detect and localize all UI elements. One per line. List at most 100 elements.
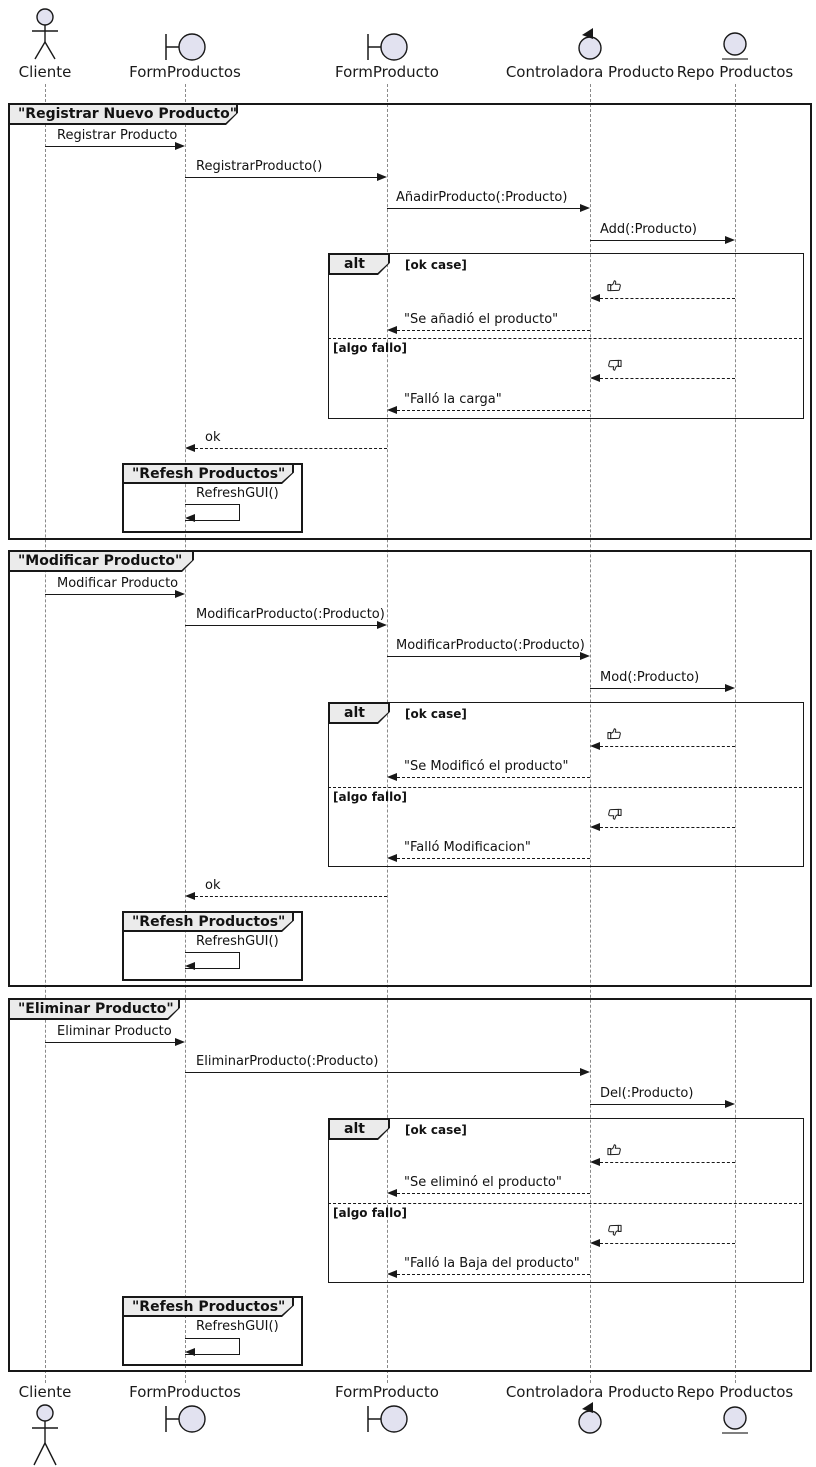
arrowhead-icon — [175, 590, 185, 598]
message-label: "Falló la carga" — [404, 392, 502, 407]
return-arrow — [397, 1193, 590, 1194]
message-arrow — [45, 146, 175, 147]
message-arrow — [387, 208, 580, 209]
frame-eliminar-producto — [8, 998, 812, 1372]
thumbs-up-icon — [607, 1142, 622, 1157]
message-arrow — [590, 240, 725, 241]
arrowhead-icon — [377, 621, 387, 629]
message-arrow — [185, 177, 377, 178]
arrowhead-icon — [590, 374, 600, 382]
message-label: Modificar Producto — [57, 576, 179, 591]
frame-registrar-nuevo-producto — [8, 103, 812, 540]
participant-label-formproducto: FormProducto — [335, 63, 439, 81]
return-arrow — [600, 378, 735, 379]
alt-operator: alt — [344, 1121, 365, 1137]
arrowhead-icon — [185, 962, 195, 970]
arrowhead-icon — [580, 652, 590, 660]
frame-title: "Refesh Productos" — [132, 1299, 286, 1315]
boundary-icon — [165, 33, 206, 61]
return-arrow — [397, 330, 590, 331]
frame-title: "Eliminar Producto" — [18, 1001, 174, 1017]
frame-tab: "Modificar Producto" — [8, 550, 194, 572]
arrowhead-icon — [725, 236, 735, 244]
guard-fail: [algo fallo] — [333, 341, 407, 355]
alt-fragment — [328, 253, 804, 419]
section-divider — [328, 787, 802, 788]
message-label: RefreshGUI() — [196, 486, 279, 501]
message-label: ModificarProducto(:Producto) — [396, 638, 585, 653]
arrowhead-icon — [725, 684, 735, 692]
thumbs-up-icon — [607, 726, 622, 741]
arrowhead-icon — [185, 514, 195, 522]
control-icon — [578, 1402, 602, 1434]
control-icon — [578, 28, 602, 60]
return-arrow — [397, 410, 590, 411]
guard-fail: [algo fallo] — [333, 1206, 407, 1220]
arrowhead-icon — [387, 854, 397, 862]
arrowhead-icon — [387, 1270, 397, 1278]
participant-label-repo-productos: Repo Productos — [676, 1383, 794, 1401]
self-message-arrow — [185, 952, 240, 969]
arrowhead-icon — [580, 1068, 590, 1076]
message-label: "Falló Modificacion" — [404, 840, 531, 855]
frame-tab: "Refesh Productos" — [122, 463, 294, 484]
message-arrow — [185, 625, 377, 626]
message-arrow — [590, 688, 725, 689]
participant-label-controladora-producto: Controladora Producto — [505, 1383, 675, 1401]
message-label: ok — [205, 430, 221, 445]
arrowhead-icon — [387, 1189, 397, 1197]
message-label: "Se Modificó el producto" — [404, 759, 569, 774]
lifeline-cliente — [45, 84, 46, 1383]
frame-title: "Refesh Productos" — [132, 466, 286, 482]
alt-operator: alt — [344, 256, 365, 272]
alt-operator: alt — [344, 705, 365, 721]
thumbs-up-icon — [607, 278, 622, 293]
self-message-arrow — [185, 1338, 240, 1355]
return-arrow — [600, 1162, 735, 1163]
guard-fail: [algo fallo] — [333, 790, 407, 804]
arrowhead-icon — [387, 326, 397, 334]
return-arrow — [600, 827, 735, 828]
message-arrow — [590, 1104, 725, 1105]
guard-ok: [ok case] — [405, 707, 467, 721]
frame-title: "Registrar Nuevo Producto" — [18, 106, 238, 122]
return-arrow — [397, 777, 590, 778]
arrowhead-icon — [175, 1038, 185, 1046]
participant-label-cliente: Cliente — [18, 63, 72, 81]
boundary-icon — [165, 1405, 206, 1433]
message-label: Registrar Producto — [57, 128, 178, 143]
message-label: Eliminar Producto — [57, 1024, 172, 1039]
arrowhead-icon — [387, 773, 397, 781]
self-message-arrow — [185, 504, 240, 521]
thumbs-down-icon — [607, 1223, 622, 1238]
participant-label-formproducto: FormProducto — [335, 1383, 439, 1401]
actor-icon — [32, 8, 58, 60]
arrowhead-icon — [185, 892, 195, 900]
return-arrow — [600, 1243, 735, 1244]
message-label: "Se añadió el producto" — [404, 312, 559, 327]
return-arrow — [600, 298, 735, 299]
arrowhead-icon — [185, 1348, 195, 1356]
message-arrow — [185, 1072, 580, 1073]
participant-label-formproductos: FormProductos — [129, 63, 241, 81]
thumbs-down-icon — [607, 807, 622, 822]
frame-title: "Refesh Productos" — [132, 914, 286, 930]
arrowhead-icon — [175, 142, 185, 150]
actor-icon — [32, 1404, 58, 1466]
frame-tab: "Refesh Productos" — [122, 911, 294, 932]
message-arrow — [387, 656, 580, 657]
return-arrow — [397, 858, 590, 859]
participant-label-controladora-producto: Controladora Producto — [505, 63, 675, 81]
thumbs-down-icon — [607, 358, 622, 373]
arrowhead-icon — [387, 406, 397, 414]
message-label: Del(:Producto) — [600, 1086, 694, 1101]
message-label: ModificarProducto(:Producto) — [196, 607, 385, 622]
arrowhead-icon — [590, 823, 600, 831]
frame-title: "Modificar Producto" — [18, 553, 183, 569]
boundary-icon — [367, 1405, 408, 1433]
frame-modificar-producto — [8, 550, 812, 987]
frame-tab: "Registrar Nuevo Producto" — [8, 103, 238, 125]
message-arrow — [45, 1042, 175, 1043]
entity-icon — [722, 1406, 748, 1434]
